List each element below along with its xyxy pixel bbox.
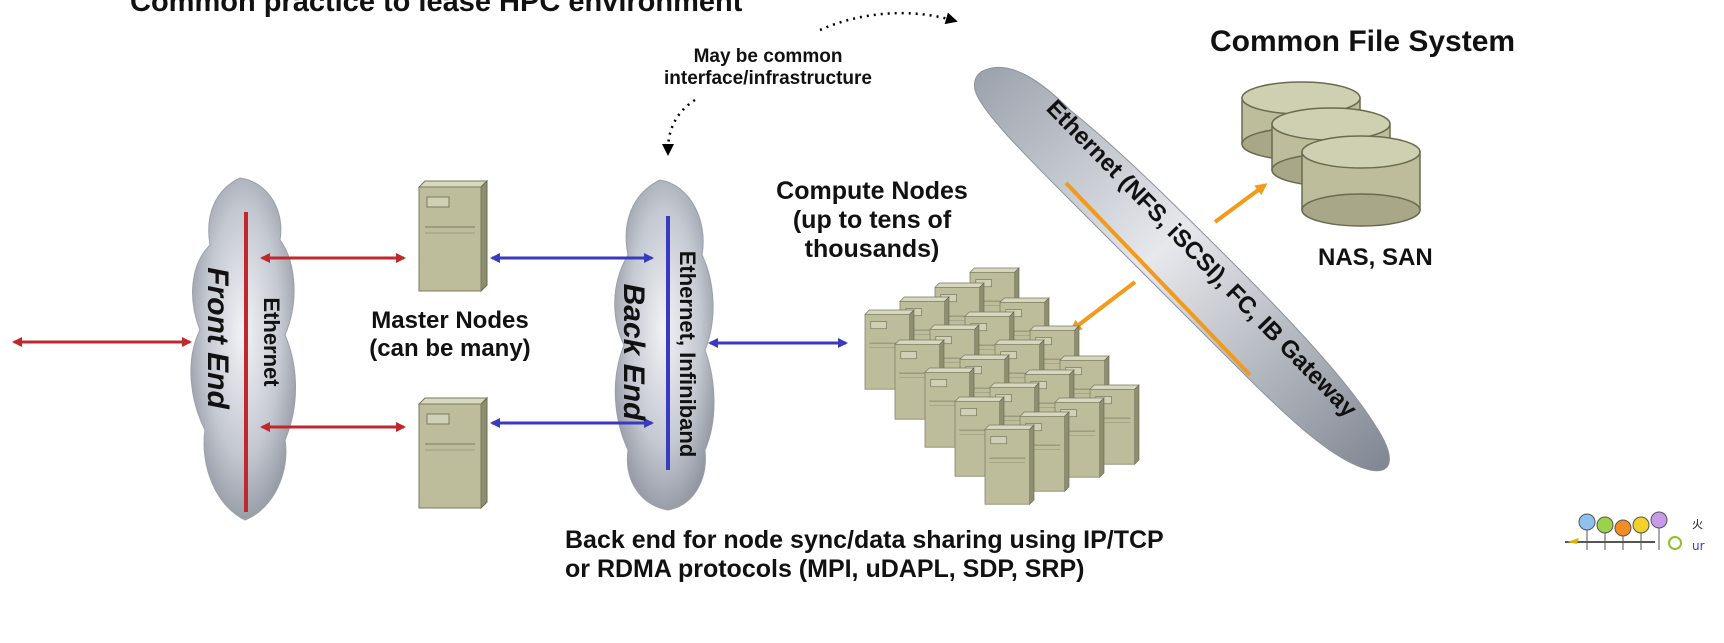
gateway-network-line — [1064, 181, 1252, 377]
compute-node-cluster — [864, 267, 1140, 505]
dotted-arrow-bottom — [662, 98, 696, 156]
compute-nodes-line-3: thousands) — [804, 234, 940, 263]
master-node-bottom-server — [418, 397, 488, 509]
back-end-description: Back end for node sync/data sharing usin… — [565, 526, 1164, 584]
master-node-top-server — [418, 180, 488, 292]
page-title: Common practice to lease HPC environment — [130, 0, 743, 18]
front-end-label: Front End — [201, 267, 234, 409]
compute-nodes-line-1: Compute Nodes — [776, 177, 968, 205]
gateway-to-compute-arrow — [1069, 280, 1137, 332]
back-end-description-line-2: or RDMA protocols (MPI, uDAPL, SDP, SRP) — [565, 554, 1085, 583]
master-nodes-line-1: Master Nodes — [371, 307, 529, 334]
common-infrastructure-line-2: interface/infrastructure — [663, 67, 872, 89]
dotted-arrow-top — [819, 11, 958, 32]
logo-text-1: 火 — [1692, 518, 1703, 531]
front-end-cloud — [190, 177, 296, 521]
logo: 火 ur — [1565, 511, 1705, 553]
back-end-network-label: Ethernet, Infiniband — [675, 251, 700, 458]
master-nodes-line-2: (can be many) — [369, 334, 531, 362]
storage-label: NAS, SAN — [1318, 244, 1433, 271]
compute-nodes-line-2: (up to tens of — [792, 205, 952, 234]
back-end-label: Back End — [617, 284, 650, 421]
logo-text-2: ur — [1692, 539, 1705, 553]
back-end-description-line-1: Back end for node sync/data sharing usin… — [565, 526, 1164, 554]
front-end-network-label: Ethernet — [259, 297, 284, 387]
common-infrastructure-note: May be common interface/infrastructure — [630, 46, 906, 90]
common-file-system-title: Common File System — [1210, 25, 1516, 58]
common-infrastructure-line-1: May be common — [693, 46, 843, 67]
storage-cylinders — [1241, 81, 1421, 227]
gateway-to-storage-arrow — [1213, 183, 1268, 224]
gateway-cloud — [974, 66, 1390, 472]
compute-nodes-label: Compute Nodes (up to tens of thousands) — [752, 177, 992, 263]
master-nodes-label: Master Nodes (can be many) — [345, 307, 555, 362]
